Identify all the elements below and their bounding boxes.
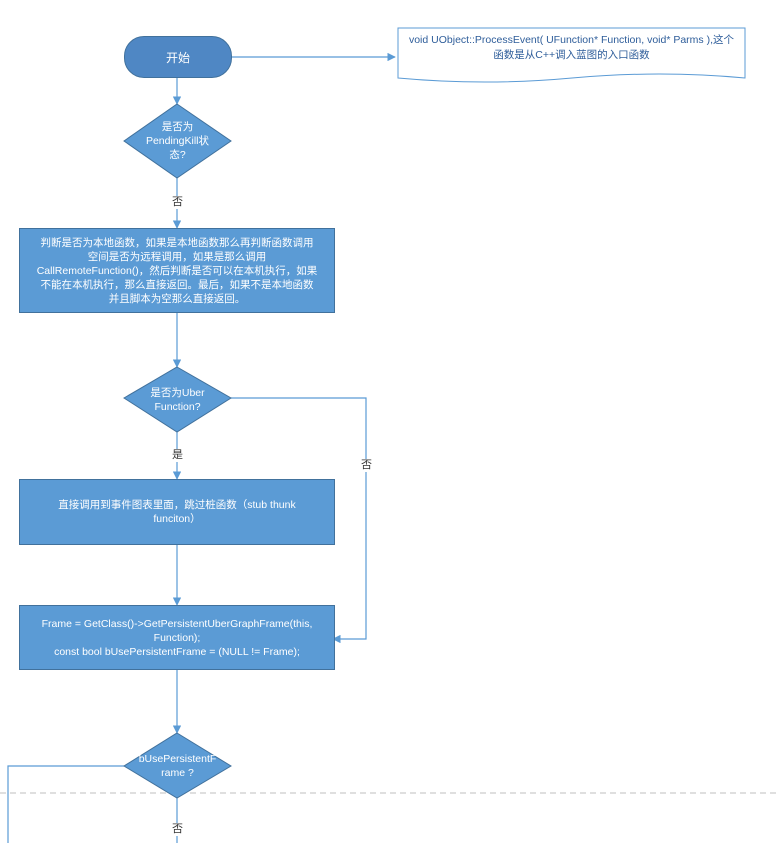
process-event-graph: 直接调用到事件图表里面，跳过桩函数（stub thunk funciton）: [19, 479, 335, 545]
process-persistent-frame: Frame = GetClass()->GetPersistentUberGra…: [19, 605, 335, 670]
decision-uber-line-1: 是否为Uber: [150, 386, 205, 399]
process-frame-line-2: Function);: [153, 631, 201, 644]
process-native-line-4: 不能在本机执行，那么直接返回。最后，如果不是本地函数: [40, 278, 314, 291]
note-shape: [397, 27, 746, 83]
connector-persistent-left: [7, 765, 124, 843]
edge-label-persistent-no: 否: [171, 823, 184, 836]
decision-uber-shape: [123, 366, 232, 433]
process-event-graph-line-1: 直接调用到事件图表里面，跳过桩函数（stub thunk: [58, 499, 296, 511]
process-native-function: 判断是否为本地函数，如果是本地函数那么再判断函数调用 空间是否为远程调用，如果是…: [19, 228, 335, 313]
decision-persistent-text: bUsePersistentF rame ?: [124, 733, 231, 798]
decision-persistent-line-2: rame ?: [161, 766, 194, 779]
decision-pendingkill-shape: [123, 103, 232, 179]
decision-uber-line-2: Function?: [154, 400, 201, 413]
decision-pendingkill-line-2: PendingKill状: [145, 135, 210, 147]
note-line-1: void UObject::ProcessEvent( UFunction* F…: [408, 34, 735, 46]
process-native-line-1: 判断是否为本地函数，如果是本地函数那么再判断函数调用: [40, 236, 314, 249]
decision-uber-text: 是否为Uber Function?: [124, 367, 231, 432]
process-native-line-5: 并且脚本为空那么直接返回。: [108, 292, 246, 305]
decision-pendingkill-line-1: 是否为: [161, 121, 194, 133]
decision-persistent-line-1: bUsePersistentF: [138, 752, 217, 765]
note-text: void UObject::ProcessEvent( UFunction* F…: [398, 33, 745, 63]
start-label: 开始: [165, 50, 190, 65]
start-node: 开始: [124, 36, 232, 78]
process-event-graph-line-2: funciton）: [153, 513, 201, 525]
process-frame-line-1: Frame = GetClass()->GetPersistentUberGra…: [41, 617, 313, 630]
edge-label-uber-yes: 是: [171, 449, 184, 462]
decision-persistent-shape: [123, 732, 232, 799]
process-frame-line-3: const bool bUsePersistentFrame = (NULL !…: [54, 645, 300, 658]
process-native-line-2: 空间是否为远程调用，如果是那么调用: [87, 250, 267, 263]
note-line-2: 函数是从C++调入蓝图的入口函数: [493, 49, 650, 61]
edge-label-pending-no: 否: [171, 196, 184, 209]
connector-uber-frame-no: [231, 397, 367, 644]
decision-pendingkill-line-3: 态?: [169, 149, 186, 161]
edge-label-uber-no: 否: [360, 459, 373, 472]
decision-pendingkill-text: 是否为 PendingKill状 态?: [124, 104, 231, 178]
process-native-line-3: CallRemoteFunction()，然后判断是否可以在本机执行，如果: [36, 264, 318, 277]
